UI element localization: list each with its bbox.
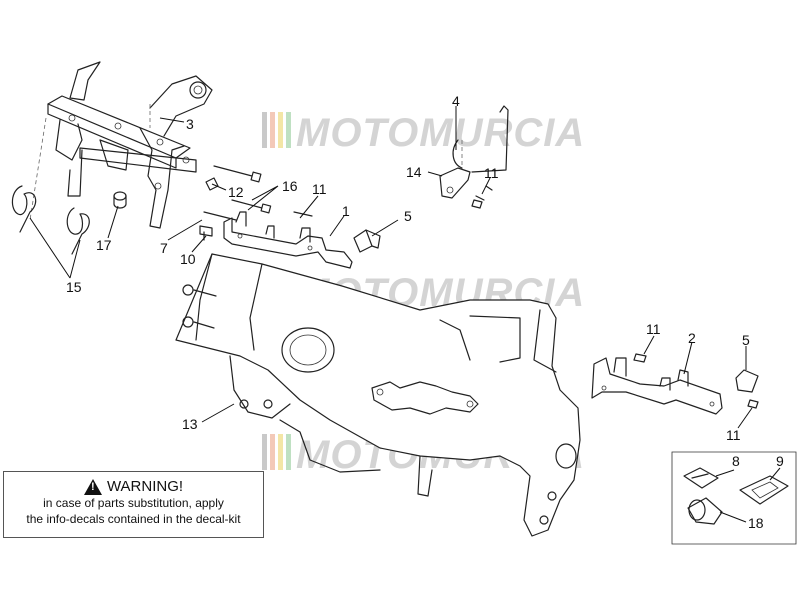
callout-13: 13 xyxy=(182,416,198,432)
callout-11-top: 11 xyxy=(312,181,327,197)
callout-labels: 1 2 3 4 5 5 7 8 9 10 11 11 11 11 12 13 1… xyxy=(66,93,784,531)
callout-18: 18 xyxy=(748,515,764,531)
watermark-top: MOTOMURCIA xyxy=(262,111,585,155)
callout-2: 2 xyxy=(688,330,696,346)
detail-inset xyxy=(671,451,797,545)
callout-14: 14 xyxy=(406,164,422,180)
callout-9: 9 xyxy=(776,453,784,469)
callout-10: 10 xyxy=(180,251,196,267)
callout-5-right: 5 xyxy=(742,332,750,348)
main-frame xyxy=(175,253,581,537)
front-subframe-bracket xyxy=(29,61,213,229)
callout-11-lower-right: 11 xyxy=(726,427,741,443)
callout-5-top: 5 xyxy=(404,208,412,224)
warning-line-1: in case of parts substitution, apply xyxy=(43,496,224,510)
callout-11-right: 11 xyxy=(646,321,661,337)
callout-1: 1 xyxy=(342,203,350,219)
clip-5-right xyxy=(735,369,759,409)
bracket-plate-2 xyxy=(591,353,723,415)
callout-12: 12 xyxy=(228,184,244,200)
warning-notice: WARNING! in case of parts substitution, … xyxy=(3,471,264,538)
watermark-text: MOTOMURCIA xyxy=(296,111,585,155)
upper-bracket-14 xyxy=(439,105,509,209)
callout-16: 16 xyxy=(282,178,298,194)
warning-triangle-icon xyxy=(83,478,102,495)
callout-4: 4 xyxy=(452,93,460,109)
warning-title: WARNING! xyxy=(106,478,184,495)
callout-3: 3 xyxy=(186,116,194,132)
bolts-group xyxy=(199,165,272,241)
bushing-17 xyxy=(113,191,127,209)
callout-15: 15 xyxy=(66,279,82,295)
clip-5-top xyxy=(353,229,381,253)
callout-7: 7 xyxy=(160,240,168,256)
callout-17: 17 xyxy=(96,237,112,253)
warning-title-row: WARNING! xyxy=(4,478,263,495)
leader-lines xyxy=(29,106,781,523)
spring-clips xyxy=(11,185,90,255)
bracket-plate-1 xyxy=(223,211,353,269)
warning-line-2: the info-decals contained in the decal-k… xyxy=(26,512,241,526)
callout-8: 8 xyxy=(732,453,740,469)
callout-11-upper-right: 11 xyxy=(484,165,499,181)
